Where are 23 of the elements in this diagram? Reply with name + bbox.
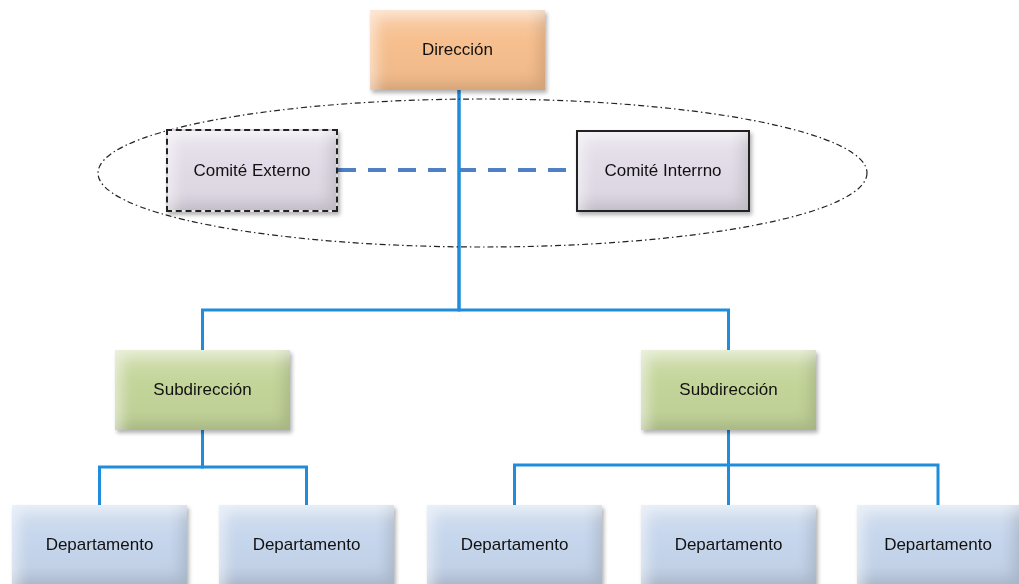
org-box <box>576 130 750 212</box>
connector-line <box>201 430 308 505</box>
box-label: Comité Externo <box>193 160 311 181</box>
org-box <box>641 505 816 584</box>
box-label: Subdirección <box>153 380 252 400</box>
box-label: Departamento <box>460 534 569 555</box>
box-label: Dirección <box>422 40 493 60</box>
org-box <box>857 505 1019 584</box>
org-box <box>115 350 290 430</box>
org-box <box>166 129 338 212</box>
box-label: Subdirección <box>679 380 778 400</box>
box-label: Departamento <box>884 534 992 555</box>
box-label: Departamento <box>674 534 783 555</box>
group-ellipse <box>97 98 868 248</box>
box-label: Departamento <box>45 534 154 555</box>
org-box <box>641 350 816 430</box>
org-box <box>427 505 602 584</box>
connector-line <box>457 90 730 350</box>
org-box <box>12 505 187 584</box>
box-label: Comité Interrno <box>604 161 722 181</box>
org-box <box>370 10 545 90</box>
org-box <box>219 505 394 584</box>
box-label: Departamento <box>252 534 361 555</box>
